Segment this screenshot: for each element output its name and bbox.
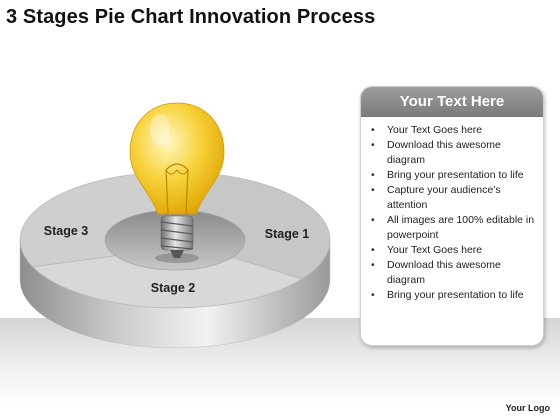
list-item: Download this awesome diagram (371, 138, 535, 168)
logo-text: Your Logo (505, 403, 550, 413)
lightbulb-icon (129, 102, 225, 263)
list-item: Capture your audience’s attention (371, 183, 535, 213)
stage-2-label: Stage 2 (151, 281, 196, 295)
list-item: Download this awesome diagram (371, 258, 535, 288)
list-item: Bring your presentation to life (371, 288, 535, 303)
stage-1-label: Stage 1 (265, 227, 310, 241)
list-item: Your Text Goes here (371, 123, 535, 138)
panel-bullet-list: Your Text Goes here Download this awesom… (361, 117, 543, 303)
panel-header: Your Text Here (361, 87, 543, 117)
list-item: Bring your presentation to life (371, 168, 535, 183)
text-panel: Your Text Here Your Text Goes here Downl… (360, 86, 544, 346)
list-item: All images are 100% editable in powerpoi… (371, 213, 535, 243)
page-title: 3 Stages Pie Chart Innovation Process (6, 6, 376, 28)
stage-3-label: Stage 3 (44, 224, 89, 238)
list-item: Your Text Goes here (371, 243, 535, 258)
